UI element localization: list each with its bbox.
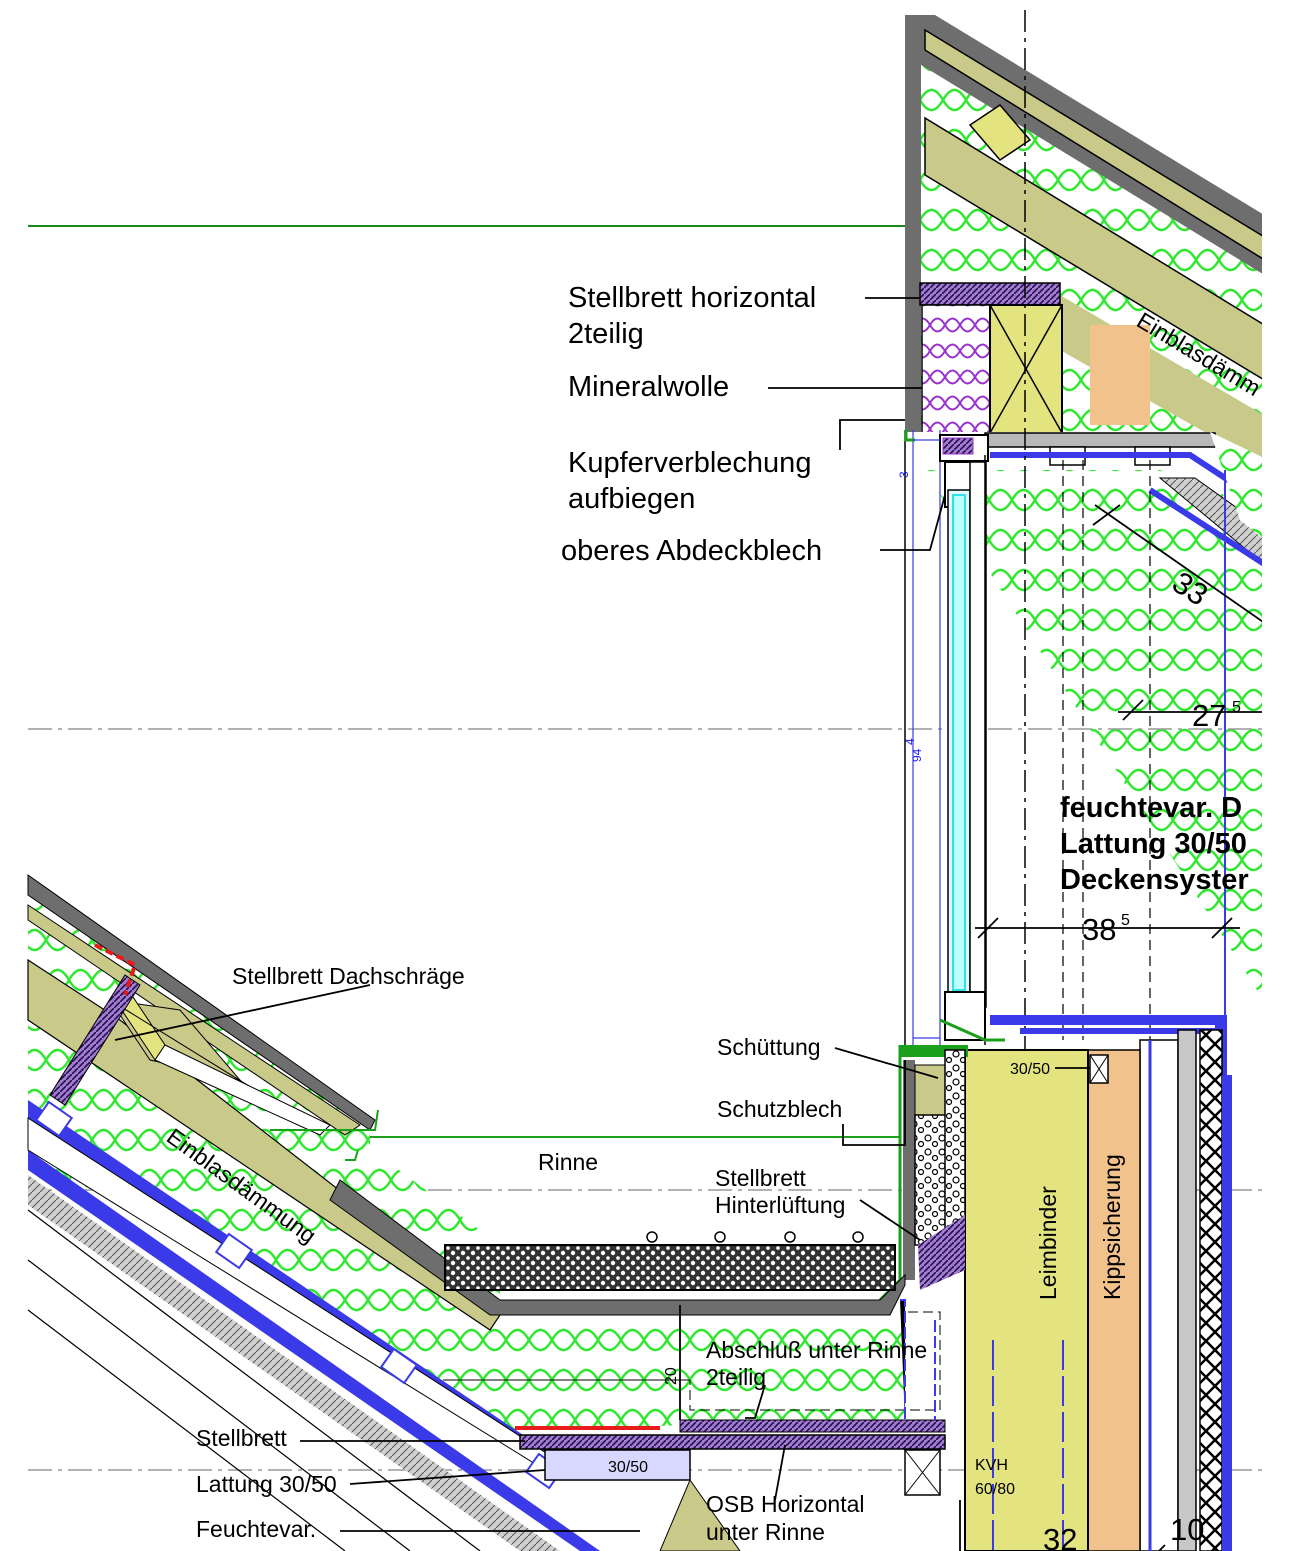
dimension-lines bbox=[679, 504, 1262, 1551]
label-stellbrett-hl: Stellbrett bbox=[715, 1165, 806, 1191]
dim-3: 3 bbox=[897, 471, 911, 478]
dim-32: 32 bbox=[1043, 1522, 1077, 1551]
label-leimbinder: Leimbinder bbox=[1035, 1186, 1061, 1300]
label-deckensystem: Deckensyster bbox=[1060, 864, 1249, 896]
label-aufbiegen: aufbiegen bbox=[568, 483, 695, 515]
schuettung-column bbox=[878, 1045, 968, 1302]
label-stellbrett-horizontal-2: 2teilig bbox=[568, 318, 644, 350]
label-lattung-right: Lattung 30/50 bbox=[1060, 828, 1247, 860]
label-kippsicherung: Kippsicherung bbox=[1099, 1154, 1125, 1300]
dim-10: 10 bbox=[1170, 1512, 1204, 1547]
label-kupferverblechung: Kupferverblechung bbox=[568, 447, 811, 479]
label-stellbrett-horizontal: Stellbrett horizontal bbox=[568, 282, 816, 314]
label-abschluss-2: 2teilig bbox=[706, 1364, 766, 1390]
label-feuchtevar-bottom: Feuchtevar. bbox=[196, 1516, 316, 1542]
label-lattung-small: 30/50 bbox=[1010, 1061, 1050, 1078]
label-lattung: Lattung 30/50 bbox=[196, 1471, 337, 1497]
dim-38-sup: 5 bbox=[1121, 912, 1130, 929]
dim-27: 27 bbox=[1192, 698, 1226, 733]
dim-38: 38 bbox=[1082, 912, 1116, 947]
window-frame bbox=[904, 430, 989, 1050]
label-osb-horizontal: OSB Horizontal bbox=[706, 1491, 865, 1517]
right-structure bbox=[964, 1015, 1232, 1551]
label-stellbrett: Stellbrett bbox=[196, 1425, 287, 1451]
label-kvh: KVH bbox=[975, 1457, 1008, 1474]
label-osb-unter-rinne: unter Rinne bbox=[706, 1519, 825, 1545]
label-schutzblech: Schutzblech bbox=[717, 1096, 842, 1122]
leader-lines bbox=[114, 297, 1090, 1532]
label-hinterlueftung: Hinterlüftung bbox=[715, 1192, 845, 1218]
dim-94-sup: 4 bbox=[903, 738, 917, 745]
label-schuettung: Schüttung bbox=[717, 1034, 821, 1060]
label-mineralwolle: Mineralwolle bbox=[568, 371, 729, 403]
dormer-roof-section bbox=[905, 15, 1262, 998]
label-oberes-abdeckblech: oberes Abdeckblech bbox=[561, 535, 822, 567]
label-rinne: Rinne bbox=[538, 1149, 598, 1175]
dim-94: 94 bbox=[910, 748, 924, 762]
label-stellbrett-dachschraege: Stellbrett Dachschräge bbox=[232, 963, 465, 989]
label-lattung-low: 30/50 bbox=[608, 1459, 648, 1476]
label-abschluss: Abschluß unter Rinne bbox=[706, 1337, 927, 1363]
dim-27-sup: 5 bbox=[1232, 699, 1241, 716]
lower-roof-section bbox=[27, 874, 946, 1551]
label-kvh-size: 60/80 bbox=[975, 1481, 1015, 1498]
dim-20: 20 bbox=[663, 1367, 680, 1385]
label-feuchtevar: feuchtevar. D bbox=[1060, 792, 1242, 824]
